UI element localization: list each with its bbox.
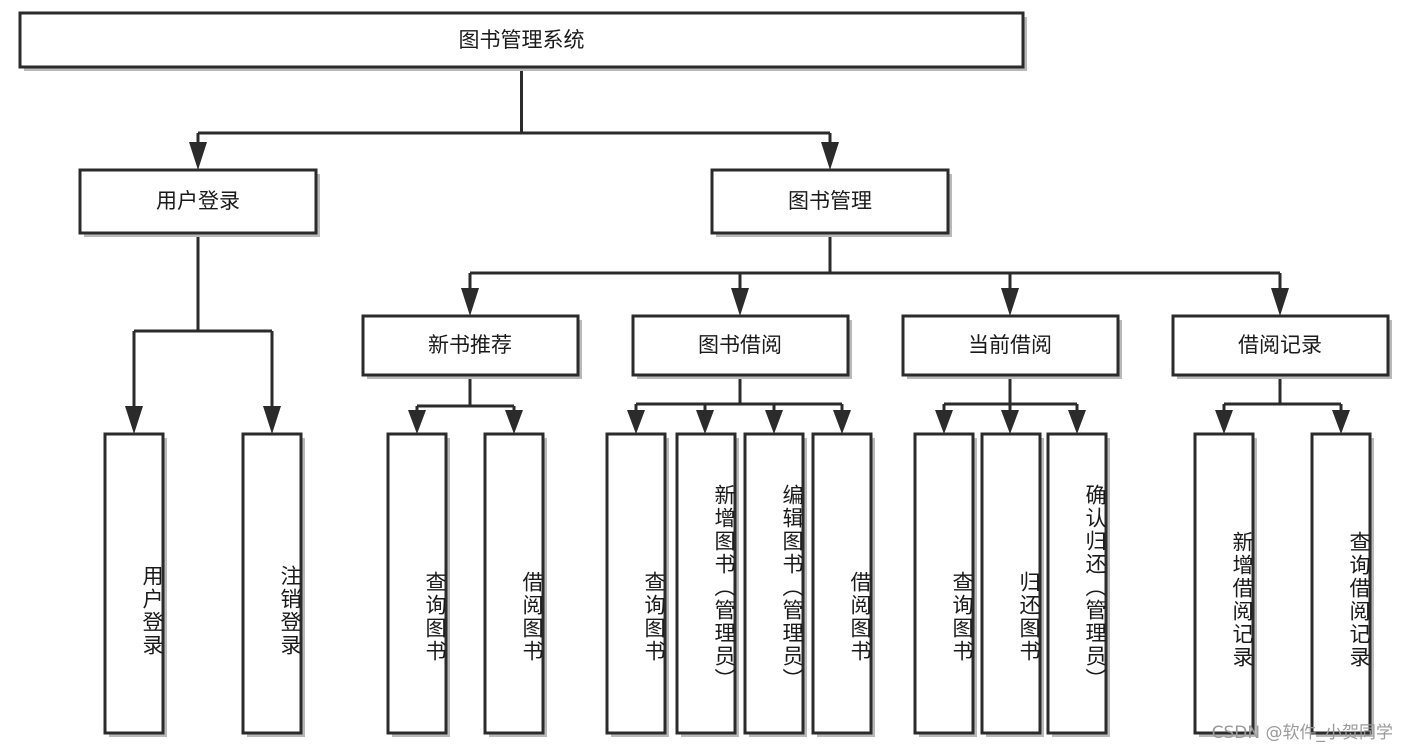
node-leaf-borrow-add-book[interactable] (675, 432, 739, 737)
node-book-manage[interactable]: 图书管理 (710, 168, 952, 237)
node-leaf-record-query[interactable] (1310, 432, 1374, 737)
csdn-watermark: CSDN @软件_小贺同学 (1211, 723, 1393, 743)
node-leaf-rec-borrow-book[interactable] (483, 432, 547, 737)
arrow-head-leaf-rec-borrow-book (505, 410, 523, 434)
node-leaf-current-confirm-return[interactable] (1046, 432, 1110, 737)
node-leaf-user-logout[interactable] (241, 432, 305, 737)
node-leaf-borrow-query-book[interactable] (605, 432, 669, 737)
arrow-head-leaf-current-return-book (1001, 410, 1019, 434)
node-root[interactable]: 图书管理系统 (18, 11, 1027, 71)
node-current-borrow-label: 当前借阅 (968, 333, 1052, 357)
node-root-label: 图书管理系统 (459, 28, 585, 52)
node-book-borrow[interactable]: 图书借阅 (631, 314, 852, 379)
arrow-head-leaf-user-logout (263, 406, 281, 434)
node-borrow-record[interactable]: 借阅记录 (1171, 314, 1392, 379)
node-layer: 图书管理系统 用户登录 图书管理 新书推荐 (18, 11, 1392, 737)
arrow-head-leaf-user-login (125, 406, 143, 434)
arrow-head-leaf-current-confirm-return (1068, 410, 1086, 434)
node-user-login[interactable]: 用户登录 (78, 168, 320, 237)
node-leaf-current-return-book[interactable] (980, 432, 1044, 737)
arrow-head-leaf-borrow-edit-book (765, 410, 783, 434)
arrow-head-current-borrow (1001, 288, 1019, 316)
arrow-head-user-login (189, 142, 207, 170)
arrow-head-leaf-rec-query-book (408, 410, 426, 434)
node-new-book-rec[interactable]: 新书推荐 (361, 314, 582, 379)
node-leaf-borrow-borrow-book[interactable] (811, 432, 875, 737)
connector-layer (125, 67, 1350, 434)
node-borrow-record-label: 借阅记录 (1238, 333, 1322, 357)
arrow-head-leaf-record-query (1332, 410, 1350, 434)
node-new-book-rec-label: 新书推荐 (428, 333, 512, 357)
arrow-head-book-manage (821, 142, 839, 170)
arrow-head-leaf-borrow-query-book (627, 410, 645, 434)
node-leaf-user-login[interactable] (103, 432, 167, 737)
node-leaf-borrow-edit-book[interactable] (743, 432, 807, 737)
arrow-head-leaf-current-query-book (935, 410, 953, 434)
arrow-head-borrow-record (1271, 288, 1289, 316)
node-leaf-rec-query-book[interactable] (386, 432, 450, 737)
node-current-borrow[interactable]: 当前借阅 (901, 314, 1122, 379)
node-user-login-label: 用户登录 (156, 189, 240, 213)
node-leaf-current-query-book[interactable] (913, 432, 977, 737)
node-leaf-record-add[interactable] (1193, 432, 1257, 737)
arrow-head-leaf-record-add (1215, 410, 1233, 434)
arrow-head-new-book-rec (461, 288, 479, 316)
node-book-borrow-label: 图书借阅 (698, 333, 782, 357)
node-book-manage-label: 图书管理 (788, 189, 872, 213)
arrow-head-book-borrow (731, 288, 749, 316)
arrow-head-leaf-borrow-borrow-book (833, 410, 851, 434)
arrow-head-leaf-borrow-add-book (696, 410, 714, 434)
